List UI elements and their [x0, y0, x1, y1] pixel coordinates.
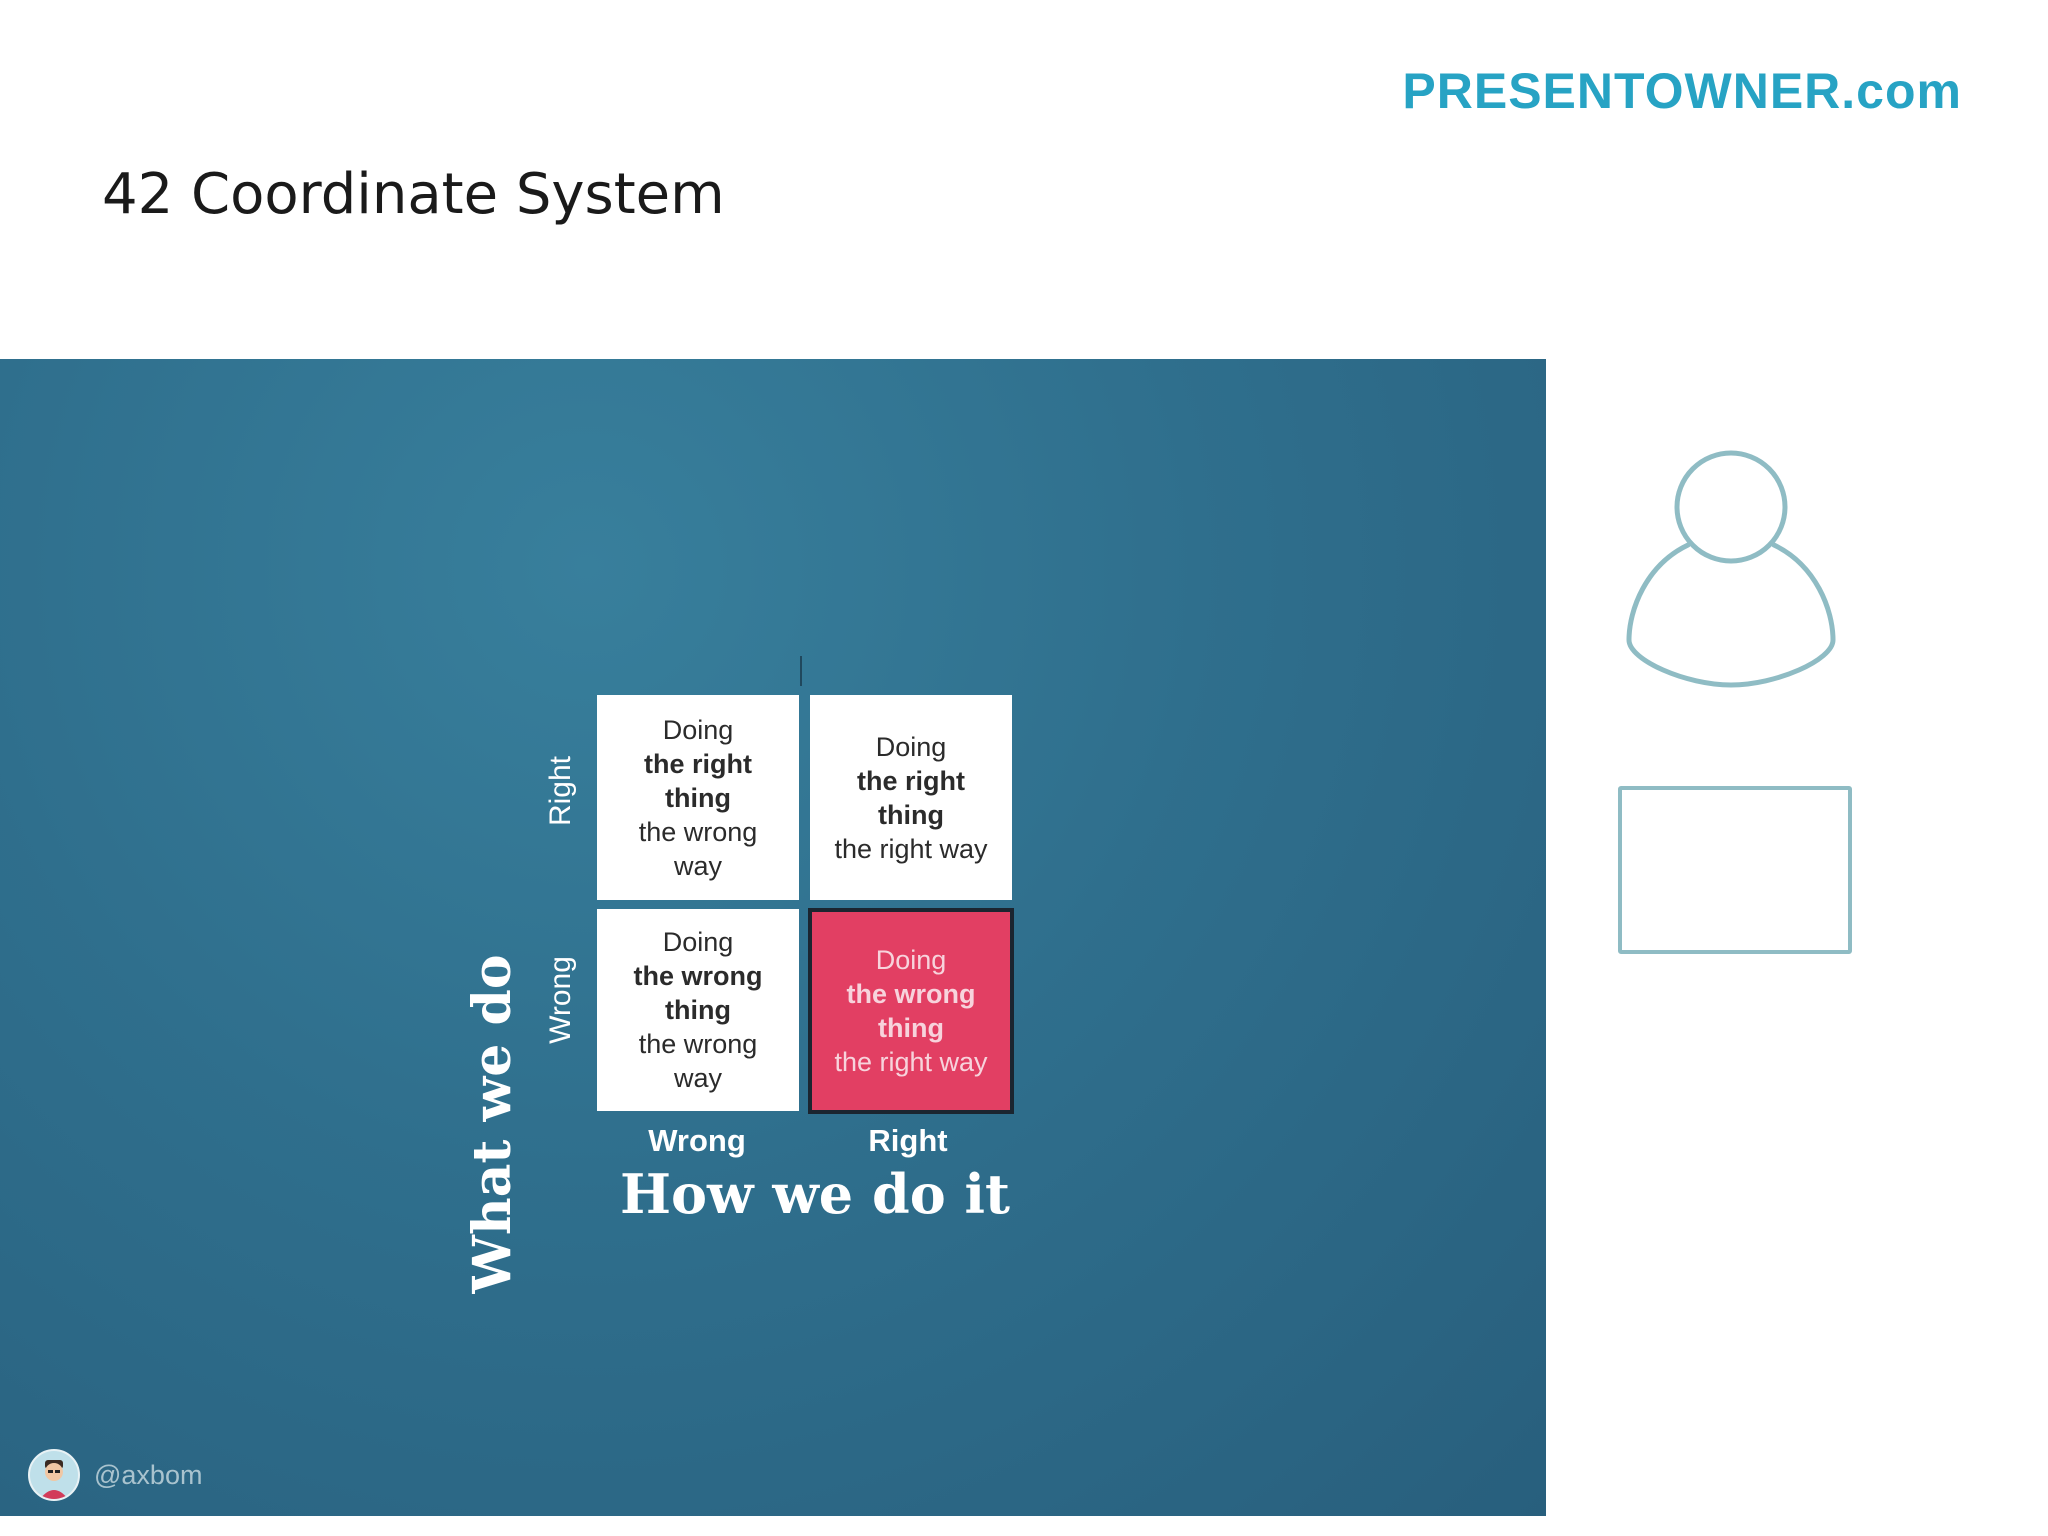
- y-axis-title: What we do: [462, 954, 523, 1294]
- x-tick-right: Right: [868, 1123, 948, 1158]
- y-tick-wrong: Wrong: [544, 956, 577, 1044]
- cell-line: way: [673, 850, 722, 881]
- cell-line: Doing: [662, 714, 734, 745]
- y-tick-right: Right: [544, 755, 577, 827]
- slide-image: What we do Right Wrong Doing the right t…: [0, 359, 1546, 1516]
- cell-line: thing: [665, 995, 731, 1025]
- cell-bottom-left: Doing the wrong thing the wrong way: [597, 909, 799, 1111]
- author-handle: @axbom: [28, 1449, 202, 1501]
- page-title: 42 Coordinate System: [102, 162, 725, 227]
- placeholder-box: [1618, 786, 1852, 954]
- cell-line: thing: [878, 1013, 944, 1043]
- cell-line: the wrong: [638, 816, 758, 847]
- cell-line: the right way: [834, 833, 988, 864]
- cell-line: the right: [644, 748, 752, 779]
- cell-line: way: [673, 1063, 722, 1093]
- cell-top-left: Doing the right thing the wrong way: [597, 695, 799, 900]
- cell-line: Doing: [875, 731, 947, 762]
- brand-logo: PRESENTOWNER.com: [1402, 63, 1962, 119]
- cell-line: thing: [665, 782, 731, 813]
- cell-line: the wrong: [633, 961, 763, 991]
- handle-text: @axbom: [94, 1459, 203, 1490]
- cell-line: thing: [878, 799, 944, 830]
- cell-bottom-right-highlight: Doing the wrong thing the right way: [808, 908, 1014, 1114]
- x-tick-wrong: Wrong: [648, 1123, 746, 1158]
- cell-line: the right: [857, 765, 965, 796]
- cell-line: Doing: [875, 945, 947, 975]
- person-icon: [1626, 450, 1836, 694]
- grid-divider-line: [800, 656, 802, 686]
- cell-top-right: Doing the right thing the right way: [810, 695, 1012, 900]
- cell-line: the right way: [834, 1047, 988, 1077]
- cell-line: the wrong: [638, 1029, 758, 1059]
- cell-line: Doing: [662, 927, 734, 957]
- cell-line: the wrong: [846, 979, 976, 1009]
- x-axis-title: How we do it: [620, 1162, 1010, 1226]
- avatar-icon: [28, 1449, 80, 1501]
